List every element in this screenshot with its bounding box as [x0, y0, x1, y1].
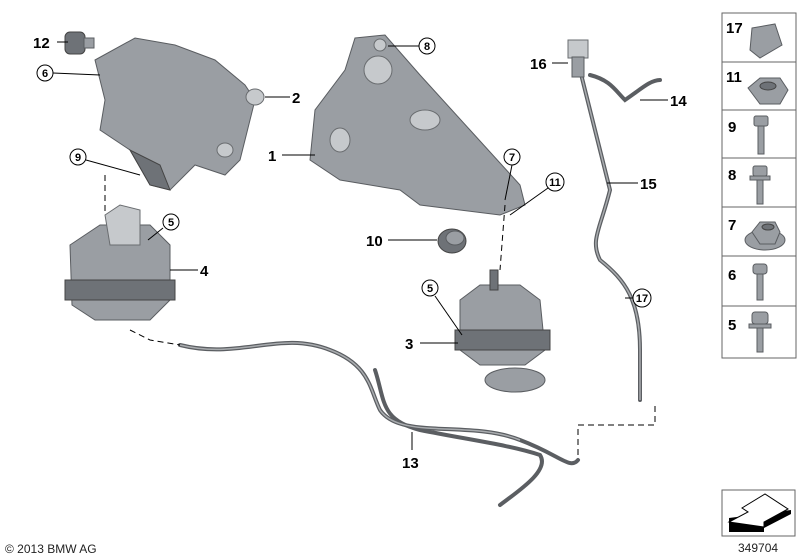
hex-bolt-short-icon: [752, 263, 768, 275]
callout-8[interactable]: 8: [424, 41, 430, 53]
callout-17[interactable]: 17: [636, 293, 648, 305]
copyright-text: © 2013 BMW AG: [5, 542, 97, 556]
hex-bolt-icon: [753, 115, 769, 127]
callout-14[interactable]: 14: [670, 93, 687, 110]
callout-4[interactable]: 4: [200, 263, 209, 280]
callout-11[interactable]: 11: [549, 177, 561, 189]
legend-label-11: 11: [726, 69, 742, 86]
arrow-icon: [721, 489, 796, 537]
flange-bolt-short-icon: [751, 311, 769, 325]
callout-16[interactable]: 16: [530, 56, 547, 73]
fastener-legend: 17 11 9 8 7 6 5: [721, 12, 797, 359]
legend-label-5: 5: [728, 317, 736, 334]
callout-1[interactable]: 1: [268, 148, 276, 165]
legend-label-17: 17: [726, 20, 743, 37]
engine-mount-right[interactable]: [454, 269, 551, 393]
connector-16[interactable]: [567, 39, 589, 78]
rubber-buffer-10[interactable]: [437, 228, 467, 254]
legend-label-7: 7: [728, 217, 736, 234]
callout-9[interactable]: 9: [75, 152, 81, 164]
legend-label-6: 6: [728, 267, 736, 284]
diagram-number: 349704: [738, 541, 778, 555]
vacuum-line-13[interactable]: [178, 340, 580, 507]
legend-label-8: 8: [728, 167, 736, 184]
hex-nut-icon: [747, 77, 789, 105]
engine-mount-left[interactable]: [64, 204, 176, 321]
callouts: 12 6 2 9 5 4 1 8 7 11 10 5 3 16 14 15 17…: [33, 35, 687, 472]
flange-bolt-icon: [752, 165, 768, 177]
callout-7[interactable]: 7: [509, 152, 515, 164]
callout-5b[interactable]: 5: [427, 283, 433, 295]
callout-2[interactable]: 2: [292, 90, 300, 107]
callout-10[interactable]: 10: [366, 233, 383, 250]
callout-15[interactable]: 15: [640, 176, 657, 193]
callout-13[interactable]: 13: [402, 455, 419, 472]
clip-nut-icon: [749, 23, 783, 59]
legend-label-9: 9: [728, 119, 736, 136]
callout-12[interactable]: 12: [33, 35, 50, 52]
callout-3[interactable]: 3: [405, 336, 413, 353]
rubber-buffer-12[interactable]: [64, 31, 95, 55]
leader-lines: [52, 41, 668, 450]
callout-6[interactable]: 6: [42, 68, 48, 80]
vacuum-line-15[interactable]: [578, 68, 662, 402]
engine-bracket-right[interactable]: [309, 34, 526, 216]
engine-bracket-left[interactable]: [94, 37, 265, 191]
callout-5[interactable]: 5: [168, 217, 174, 229]
